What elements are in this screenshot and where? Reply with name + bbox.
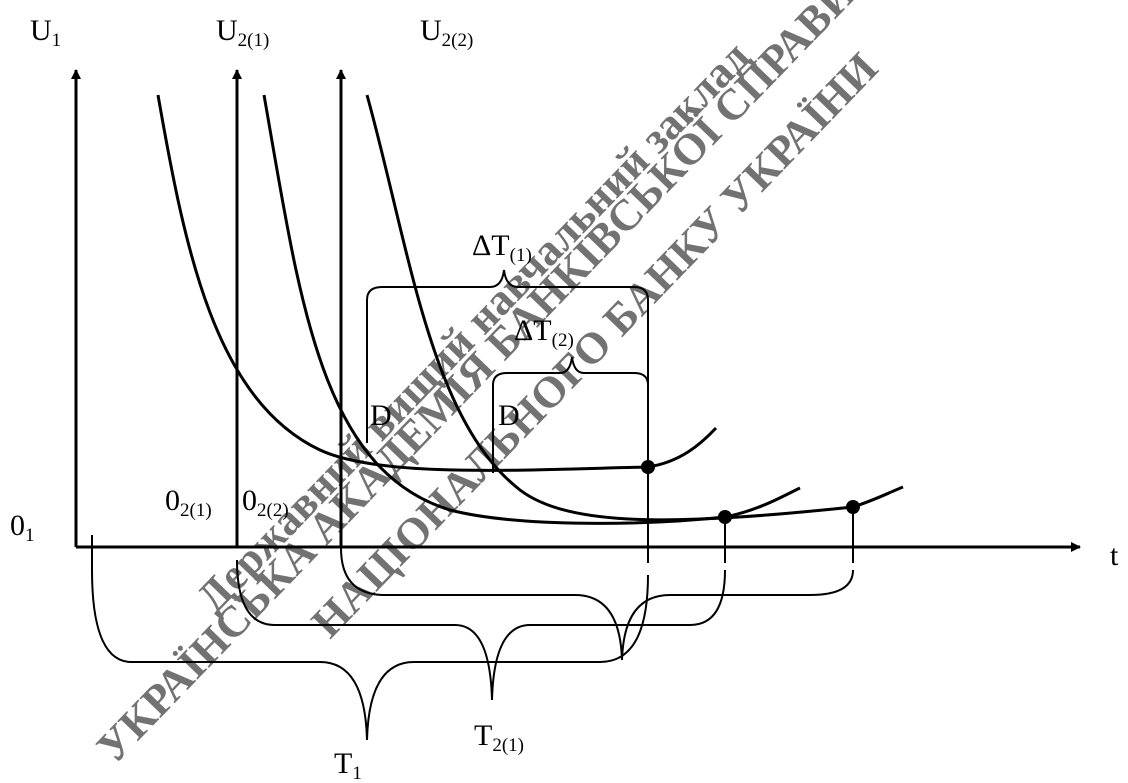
brace-t22 [340,547,854,661]
u1-label: U1 [30,14,61,51]
brace-t1 [91,535,649,741]
d1-label: D [370,399,392,432]
point-3 [846,500,860,514]
t1-label: T1 [334,747,362,783]
t21-label: T2(1) [474,719,524,756]
d2-label: D [498,399,520,432]
dt2-label: ΔT(2) [514,314,574,351]
t-axis-label: t [1110,539,1119,572]
origin-o22-label: 02(2) [242,484,289,521]
bracket-dt2 [492,356,649,473]
curve-u1 [156,94,718,472]
point-1 [641,460,655,474]
u22-label: U2(2) [420,14,473,51]
u21-label: U2(1) [216,14,269,51]
watermark-line-3: НАЦІОНАЛЬНОГО БАНКУ УКРАЇНИ [302,43,887,646]
origin-o1-label: 01 [10,509,35,546]
brace-t21 [236,559,726,701]
origin-o21-label: 02(1) [165,484,212,521]
bracket-dt1 [366,269,649,467]
watermark-line-1: Державний вищий навчальний заклад [187,32,759,622]
point-2 [718,510,732,524]
watermark-line-2: УКРАЇНСЬКА АКАДЕМІЯ БАНКІВСЬКОЇ СПРАВИ [87,0,866,772]
curve-u21 [262,94,801,525]
dt1-label: ΔT(1) [472,229,532,266]
